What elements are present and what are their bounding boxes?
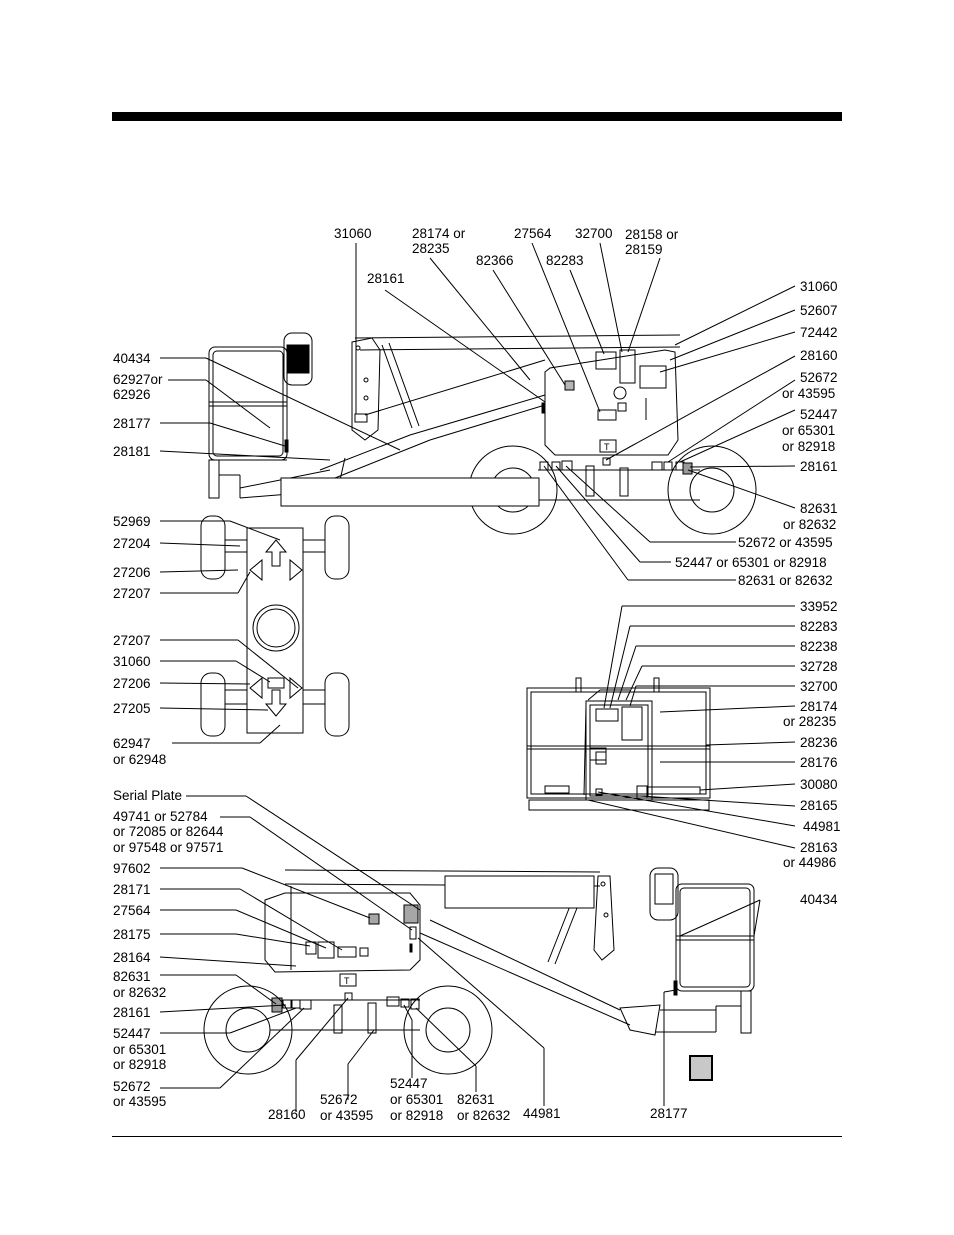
callout-bottom-82632: or 82632 [113, 985, 167, 1000]
callout-platform-28236: 28236 [800, 735, 838, 750]
opposite-side-leader-lines [159, 795, 761, 1112]
callout-right-31060: 31060 [800, 279, 838, 294]
callout-right-43595: or 43595 [782, 386, 836, 401]
callout-right-52447: 52447 [800, 407, 838, 422]
callout-platform-30080: 30080 [800, 777, 838, 792]
callout-right-52672-or-43595: 52672 or 43595 [738, 535, 833, 550]
callout-chassis-27206-rear: 27206 [113, 676, 151, 691]
callout-platform-28235: or 28235 [783, 714, 837, 729]
callout-platform-44986: or 44986 [783, 855, 837, 870]
callout-platform-28165: 28165 [800, 798, 838, 813]
callout-bottom-28161: 28161 [113, 1005, 151, 1020]
callout-bottom-28171: 28171 [113, 882, 151, 897]
callout-bottom-28164: 28164 [113, 950, 151, 965]
svg-text:T: T [604, 442, 610, 452]
callout-chassis-31060: 31060 [113, 654, 151, 669]
callout-right-28160: 28160 [800, 348, 838, 363]
callout-bottom-right-40434: 40434 [800, 892, 838, 907]
callout-right-52672: 52672 [800, 370, 838, 385]
callout-bottom-49741: 49741 or 52784 [113, 809, 208, 824]
callout-top-28158: 28158 or [625, 227, 679, 242]
callout-bottom-65301: or 65301 [113, 1042, 167, 1057]
callout-top-28174: 28174 or [412, 226, 466, 241]
svg-text:T: T [344, 976, 350, 986]
callout-bottom-97602: 97602 [113, 861, 151, 876]
callout-chassis-62948: or 62948 [113, 752, 167, 767]
callout-bottom-97548: or 97548 or 97571 [113, 840, 224, 855]
callout-bottom-27564: 27564 [113, 903, 151, 918]
callout-chassis-27207-front: 27207 [113, 586, 151, 601]
callout-right-28161: 28161 [800, 459, 838, 474]
callout-top-31060: 31060 [334, 226, 372, 241]
callout-bottom-28160: 28160 [268, 1107, 306, 1122]
top-view-leader-lines [159, 520, 299, 744]
callout-bottom-43595: or 43595 [113, 1094, 167, 1109]
callout-platform-32728: 32728 [800, 659, 838, 674]
callout-right-82632: or 82632 [783, 517, 837, 532]
callout-platform-82238: 82238 [800, 639, 838, 654]
callout-bottom-52672: 52672 [113, 1079, 151, 1094]
platform-detail-view [526, 677, 711, 811]
platform-leader-lines [587, 605, 796, 849]
callout-platform-33952: 33952 [800, 599, 838, 614]
callout-bottom-72085: or 72085 or 82644 [113, 824, 224, 839]
callout-top-82283: 82283 [546, 253, 584, 268]
callout-chassis-27206-front: 27206 [113, 565, 151, 580]
callout-left-62927: 62927or [113, 372, 163, 387]
callout-bottom-82631: 82631 [113, 969, 151, 984]
callout-bottom-row-82632: or 82632 [457, 1108, 511, 1123]
side-view-machine: T [208, 332, 757, 535]
callout-platform-28176: 28176 [800, 755, 838, 770]
callout-chassis-27207-rear: 27207 [113, 633, 151, 648]
callout-platform-32700: 32700 [800, 679, 838, 694]
callout-bottom-row-43595: or 43595 [320, 1108, 374, 1123]
callout-right-72442: 72442 [800, 325, 838, 340]
top-view-chassis [200, 515, 350, 737]
callout-top-82366: 82366 [476, 253, 514, 268]
callout-platform-28174: 28174 [800, 699, 838, 714]
callout-chassis-27205: 27205 [113, 701, 151, 716]
callout-bottom-row-44981: 44981 [523, 1106, 561, 1121]
callout-right-82631: 82631 [800, 501, 838, 516]
callout-bottom-row-65301: or 65301 [390, 1092, 444, 1107]
callout-top-28161: 28161 [367, 271, 405, 286]
callout-chassis-52969: 52969 [113, 514, 151, 529]
callout-platform-28163: 28163 [800, 840, 838, 855]
callout-left-40434: 40434 [113, 351, 151, 366]
header-bar [112, 112, 842, 121]
footer-rule [112, 1136, 842, 1137]
callout-bottom-52447: 52447 [113, 1026, 151, 1041]
callout-bottom-row-82918: or 82918 [390, 1108, 444, 1123]
callout-right-52447-or-65301-or-82918: 52447 or 65301 or 82918 [675, 555, 827, 570]
callout-right-52607: 52607 [800, 303, 838, 318]
callout-left-28181: 28181 [113, 444, 151, 459]
callout-left-28177: 28177 [113, 416, 151, 431]
callout-right-65301: or 65301 [782, 423, 836, 438]
callout-chassis-62947: 62947 [113, 736, 151, 751]
callout-bottom-row-52447: 52447 [390, 1076, 428, 1091]
callout-left-62926: 62926 [113, 387, 151, 402]
callout-bottom-row-52672: 52672 [320, 1092, 358, 1107]
callout-bottom-28175: 28175 [113, 927, 151, 942]
callout-platform-44981: 44981 [803, 819, 841, 834]
callout-chassis-27204: 27204 [113, 536, 151, 551]
callout-top-27564: 27564 [514, 226, 552, 241]
callout-serial-plate: Serial Plate [113, 788, 183, 803]
callout-right-82918: or 82918 [782, 439, 836, 454]
callout-bottom-row-82631: 82631 [457, 1092, 495, 1107]
callout-top-32700: 32700 [575, 226, 613, 241]
side-view-leader-lines [159, 242, 796, 581]
opposite-side-view-machine: T [203, 867, 755, 1081]
callout-platform-82283: 82283 [800, 619, 838, 634]
callout-bottom-row-28177: 28177 [650, 1106, 688, 1121]
callout-bottom-82918: or 82918 [113, 1057, 167, 1072]
callout-top-28159: 28159 [625, 242, 663, 257]
callout-right-82631-or-82632: 82631 or 82632 [738, 573, 833, 588]
callout-top-28235: 28235 [412, 241, 450, 256]
